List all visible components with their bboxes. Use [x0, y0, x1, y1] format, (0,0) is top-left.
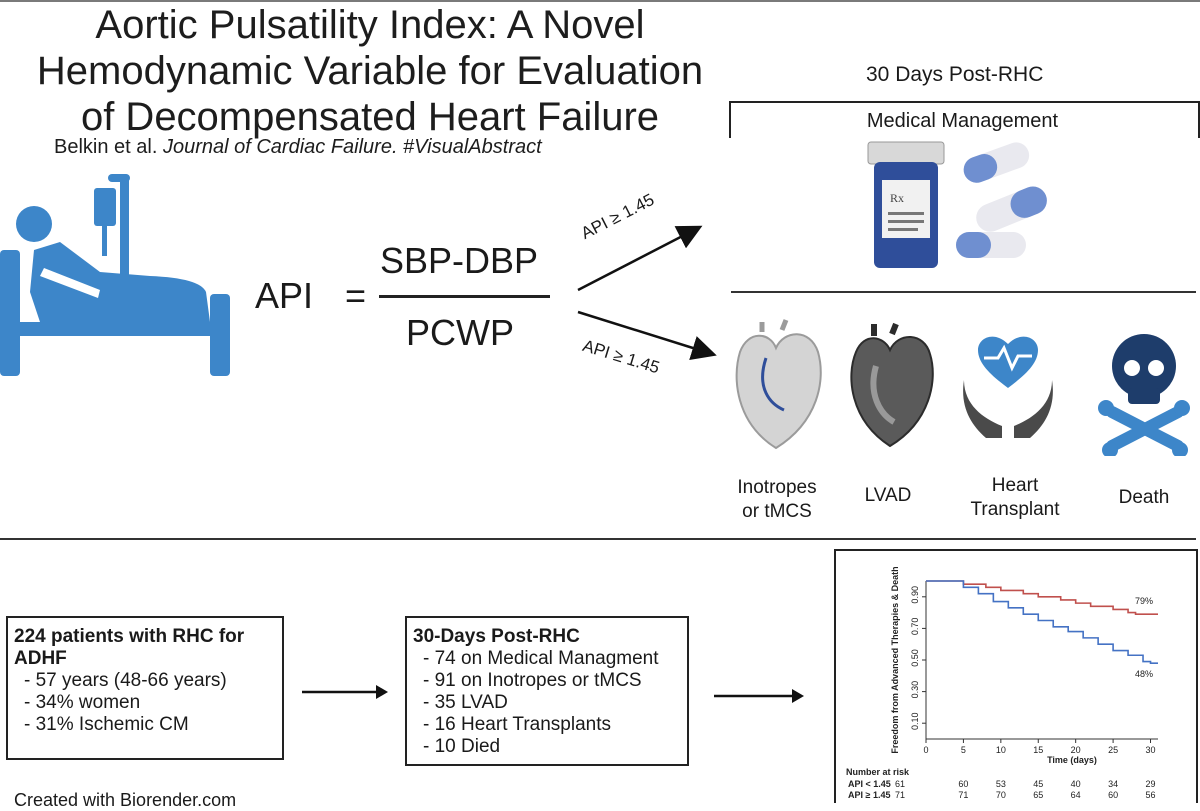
flow-arrow-1 [302, 685, 388, 699]
risk-table-count: 60 [1108, 790, 1118, 800]
byline: Belkin et al. Journal of Cardiac Failure… [54, 136, 542, 159]
km-x-tick-label: 5 [961, 745, 966, 755]
km-end-label: 48% [1135, 669, 1153, 679]
km-x-label: Time (days) [1047, 755, 1097, 765]
risk-table-count: 65 [1033, 790, 1043, 800]
formula-lhs: API = [255, 275, 367, 316]
footer-note: Created with Biorender.com [14, 790, 237, 810]
page-title: Aortic Pulsatility Index: A Novel Hemody… [0, 2, 740, 140]
post-rhc-item: - 74 on Medical Managment [423, 648, 659, 669]
formula-denominator: PCWP [406, 312, 514, 353]
title-line-1: Aortic Pulsatility Index: A Novel [95, 3, 645, 47]
svg-text:Rx: Rx [890, 191, 904, 205]
km-y-tick-label: 0.70 [910, 618, 920, 636]
km-end-label: 79% [1135, 596, 1153, 606]
cohort-item: - 34% women [24, 692, 141, 713]
post-rhc-item: - 10 Died [423, 736, 501, 757]
cohort-item: - 57 years (48-66 years) [24, 670, 227, 691]
km-x-tick-label: 10 [996, 745, 1006, 755]
risk-table-count: 56 [1146, 790, 1156, 800]
outcome-divider [731, 291, 1196, 293]
risk-table-row-label: API < 1.45 [848, 779, 891, 789]
risk-table-count: 61 [895, 779, 905, 789]
post-rhc-box: 30-Days Post-RHC - 74 on Medical Managme… [405, 616, 689, 766]
outcomes-bracket [729, 101, 1200, 138]
section-divider [0, 538, 1196, 540]
patient-bed-icon [0, 174, 230, 376]
risk-table-count: 34 [1108, 779, 1118, 789]
cohort-box: 224 patients with RHC for ADHF - 57 year… [6, 616, 284, 760]
km-series-line [926, 580, 1158, 664]
risk-table-count: 64 [1071, 790, 1081, 800]
post-rhc-item: - 16 Heart Transplants [423, 714, 611, 735]
risk-table-count: 71 [958, 790, 968, 800]
risk-table-count: 60 [958, 779, 968, 789]
risk-table-title: Number at risk [846, 767, 910, 777]
heart-transplant-icon [963, 336, 1053, 438]
medical-management-label: Medical Management [866, 110, 1059, 132]
risk-table-count: 29 [1146, 779, 1156, 789]
fraction-bar [379, 295, 550, 298]
post-rhc-heading: 30-Days Post-RHC [413, 626, 580, 647]
outcome-lvad-label: LVAD [864, 485, 912, 506]
byline-authors: Belkin et al. [54, 136, 163, 158]
flow-arrow-2 [714, 689, 804, 703]
heart-lvad-icon [850, 322, 934, 448]
formula-numerator: SBP-DBP [380, 240, 539, 281]
post-rhc-item: - 91 on Inotropes or tMCS [423, 670, 642, 691]
km-y-tick-label: 0.90 [910, 586, 920, 604]
risk-table-count: 40 [1071, 779, 1081, 789]
title-line-3: of Decompensated Heart Failure [80, 95, 660, 139]
outcome-transplant-label: Heart Transplant [970, 475, 1060, 520]
outcome-inotropes-label: Inotropes or tMCS [737, 477, 817, 522]
lower-arrow [577, 310, 717, 360]
km-x-tick-label: 30 [1146, 745, 1156, 755]
upper-arrow [577, 225, 703, 292]
outcomes-header: 30 Days Post-RHC [866, 63, 1044, 86]
risk-table-row-label: API ≥ 1.45 [848, 790, 890, 800]
post-rhc-item: - 35 LVAD [423, 692, 508, 713]
km-y-label: Freedom from Advanced Therapies & Death [890, 566, 900, 753]
km-x-tick-label: 25 [1108, 745, 1118, 755]
risk-table-count: 53 [996, 779, 1006, 789]
cohort-heading-1: 224 patients with RHC for [14, 626, 245, 647]
branch-arrows [577, 225, 717, 360]
byline-journal: Journal of Cardiac Failure. #VisualAbstr… [162, 136, 542, 158]
medication-icon: Rx [867, 141, 1047, 268]
risk-table-count: 45 [1033, 779, 1043, 789]
skull-crossbones-icon [1098, 334, 1190, 456]
cohort-item: - 31% Ischemic CM [24, 714, 189, 735]
km-y-tick-label: 0.30 [910, 681, 920, 699]
top-border [0, 0, 1200, 2]
title-line-2: Hemodynamic Variable for Evaluation [36, 49, 704, 93]
km-y-tick-label: 0.10 [910, 712, 920, 730]
formula-equals: = [345, 275, 367, 316]
risk-table-count: 71 [895, 790, 905, 800]
km-x-tick-label: 15 [1033, 745, 1043, 755]
risk-table-count: 70 [996, 790, 1006, 800]
heart-inotropes-icon [735, 319, 822, 450]
km-x-tick-label: 20 [1071, 745, 1081, 755]
km-y-tick-label: 0.50 [910, 649, 920, 667]
outcome-death-label: Death [1118, 487, 1170, 508]
cohort-heading-2: ADHF [14, 648, 67, 669]
km-x-tick-label: 0 [923, 745, 928, 755]
km-series-line [926, 580, 1158, 615]
